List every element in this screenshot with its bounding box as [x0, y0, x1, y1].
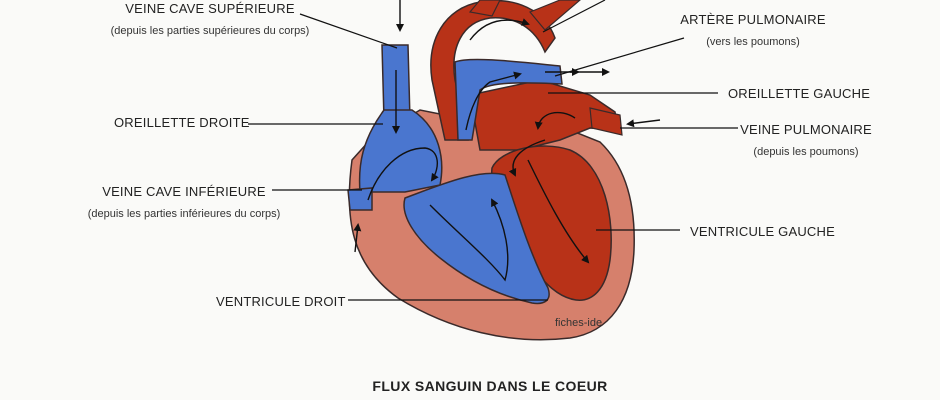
label-ventricule-droit: VENTRICULE DROIT	[216, 294, 346, 310]
note-veine-cave-superieure: (depuis les parties supérieures du corps…	[111, 24, 310, 38]
label-veine-cave-inferieure: VEINE CAVE INFÉRIEURE	[102, 184, 266, 200]
label-veine-cave-superieure: VEINE CAVE SUPÉRIEURE	[125, 1, 294, 17]
note-veine-cave-inferieure: (depuis les parties inférieures du corps…	[88, 207, 281, 221]
label-oreillette-gauche: OREILLETTE GAUCHE	[728, 86, 870, 102]
diagram-title: FLUX SANGUIN DANS LE COEUR	[372, 378, 607, 394]
label-ventricule-gauche: VENTRICULE GAUCHE	[690, 224, 835, 240]
label-artere-pulmonaire: ARTÈRE PULMONAIRE	[680, 12, 825, 28]
label-oreillette-droite: OREILLETTE DROITE	[114, 115, 250, 131]
watermark: fiches-ide	[555, 317, 602, 329]
label-veine-pulmonaire: VEINE PULMONAIRE	[740, 122, 872, 138]
note-artere-pulmonaire: (vers les poumons)	[706, 35, 800, 49]
note-veine-pulmonaire: (depuis les poumons)	[753, 145, 858, 159]
pulmonary-vein-shape	[590, 108, 622, 135]
